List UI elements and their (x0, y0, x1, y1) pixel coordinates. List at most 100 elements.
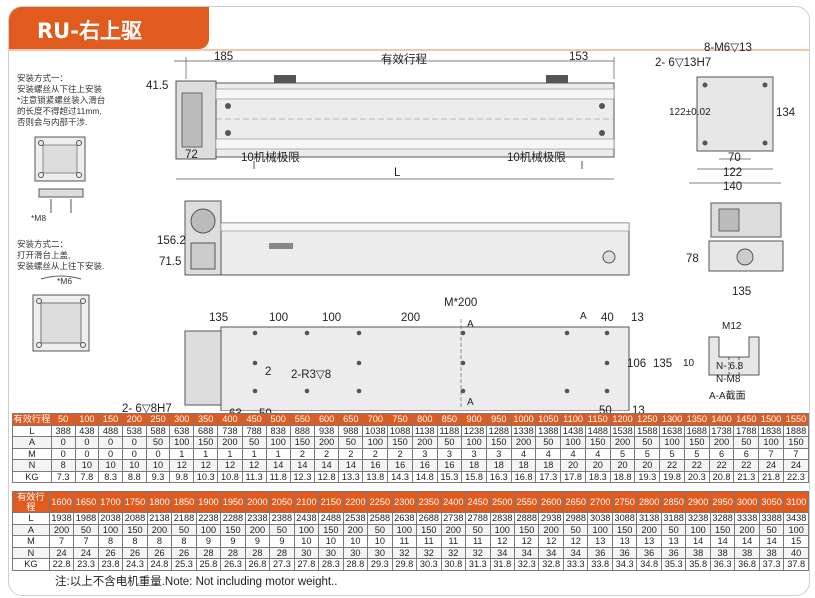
table-cell: 1538 (609, 424, 636, 437)
table-cell: 2488 (318, 512, 344, 525)
dim-40: 40 (601, 312, 614, 324)
dim-2-6-8h7: 2- 6▽8H7 (122, 403, 172, 415)
table-cell: 50 (436, 436, 463, 449)
table-cell: 14 (685, 535, 711, 548)
table-cell: 22.8 (48, 558, 75, 571)
table-cell: 30 (367, 546, 393, 559)
table-cell: 1 (193, 447, 219, 460)
table-cell: 50 (241, 436, 267, 449)
table-cell: 9.3 (145, 470, 171, 483)
table-cell: 50 (634, 436, 661, 449)
title-banner: RU-右上驱 (9, 7, 209, 49)
table-cell: 50 (73, 523, 99, 536)
dim-106: 106 (627, 358, 647, 370)
table-cell: 0 (50, 436, 76, 449)
table-cell: 200 (734, 523, 760, 536)
table-cell: 28.3 (318, 558, 344, 571)
dim-72: 72 (185, 149, 198, 161)
table-header-cell: 450 (241, 413, 267, 426)
dim-n-m8: N-M8 (716, 374, 741, 385)
dim-122: 122 (723, 167, 743, 179)
table-row-label: L (12, 512, 50, 525)
table-cell: 40 (783, 546, 809, 559)
table-cell: 4 (510, 447, 537, 460)
dim-41-5: 41.5 (146, 80, 169, 92)
table-header-cell: 1800 (146, 491, 173, 513)
table-cell: 0 (98, 447, 123, 460)
table-cell: 150 (485, 436, 512, 449)
table-header-cell: 550 (289, 413, 316, 426)
table-cell: 34.8 (636, 558, 662, 571)
table-row-label: A (12, 436, 52, 449)
table-cell: 20 (584, 459, 611, 472)
table-cell: 1438 (560, 424, 586, 437)
table-cell: 100 (587, 523, 613, 536)
table-cell: 14.3 (387, 470, 413, 483)
table-cell: 150 (709, 523, 736, 536)
table-cell: 33.3 (562, 558, 589, 571)
table-header-cell: 650 (338, 413, 364, 426)
table-header-cell: 1000 (510, 413, 537, 426)
table-header-cell: 1600 (48, 491, 75, 513)
install-screw-m8: *M8 (31, 213, 47, 223)
table-cell: 20 (634, 459, 661, 472)
table-cell: 37.3 (758, 558, 785, 571)
table-cell: 200 (636, 523, 662, 536)
dim-m200: M*200 (444, 297, 478, 309)
table-cell: 10.8 (217, 470, 243, 483)
table-header-cell: 2100 (293, 491, 320, 513)
table-cell: 2188 (171, 512, 197, 525)
table-header-cell: 2400 (440, 491, 467, 513)
table-cell: 1288 (485, 424, 512, 437)
table-header-cell: 850 (436, 413, 463, 426)
table-cell: 11 (391, 535, 418, 548)
table-cell: 50 (171, 523, 197, 536)
table-cell: 5 (683, 447, 710, 460)
table-cell: 2938 (538, 512, 564, 525)
table-cell: 50 (338, 436, 364, 449)
title-divider (9, 49, 809, 51)
table-cell: 38 (734, 546, 760, 559)
dim-70: 70 (728, 152, 741, 164)
table-cell: 18 (485, 459, 512, 472)
table-cell: 150 (416, 523, 442, 536)
table-cell: 1488 (584, 424, 611, 437)
table-cell: 150 (289, 436, 316, 449)
table-cell: 2038 (97, 512, 124, 525)
table-cell: 0 (121, 436, 147, 449)
table-cell: 31.8 (489, 558, 516, 571)
table-cell: 50 (145, 436, 171, 449)
table-header-cell: 200 (121, 413, 147, 426)
table-cell: 4 (584, 447, 611, 460)
table-cell: 10 (98, 459, 123, 472)
table-cell: 8 (50, 459, 76, 472)
table-cell: 32.8 (538, 558, 564, 571)
dim-185: 185 (214, 51, 234, 63)
table-header-cell: 3100 (783, 491, 809, 513)
table-cell: 24.8 (146, 558, 173, 571)
table-cell: 1788 (733, 424, 760, 437)
table-cell: 24 (758, 459, 784, 472)
table-cell: 27.8 (293, 558, 320, 571)
table-cell: 12 (562, 535, 589, 548)
table-cell: 13 (660, 535, 687, 548)
table-header-cell: 2850 (660, 491, 687, 513)
table-cell: 538 (121, 424, 147, 437)
table-cell: 1888 (782, 424, 809, 437)
table-cell: 1238 (461, 424, 487, 437)
dim-2: 2 (265, 366, 272, 378)
table-cell: 10 (367, 535, 393, 548)
table-cell: 3038 (587, 512, 613, 525)
table-cell: 100 (685, 523, 711, 536)
table-header-cell: 1500 (758, 413, 784, 426)
table-cell: 200 (609, 436, 636, 449)
table-cell: 100 (293, 523, 320, 536)
table-cell: 2388 (269, 512, 295, 525)
table-cell: 150 (318, 523, 344, 536)
table-cell: 10.3 (193, 470, 219, 483)
aa-section-label: A-A截面 (709, 391, 746, 402)
table-cell: 28 (220, 546, 246, 559)
